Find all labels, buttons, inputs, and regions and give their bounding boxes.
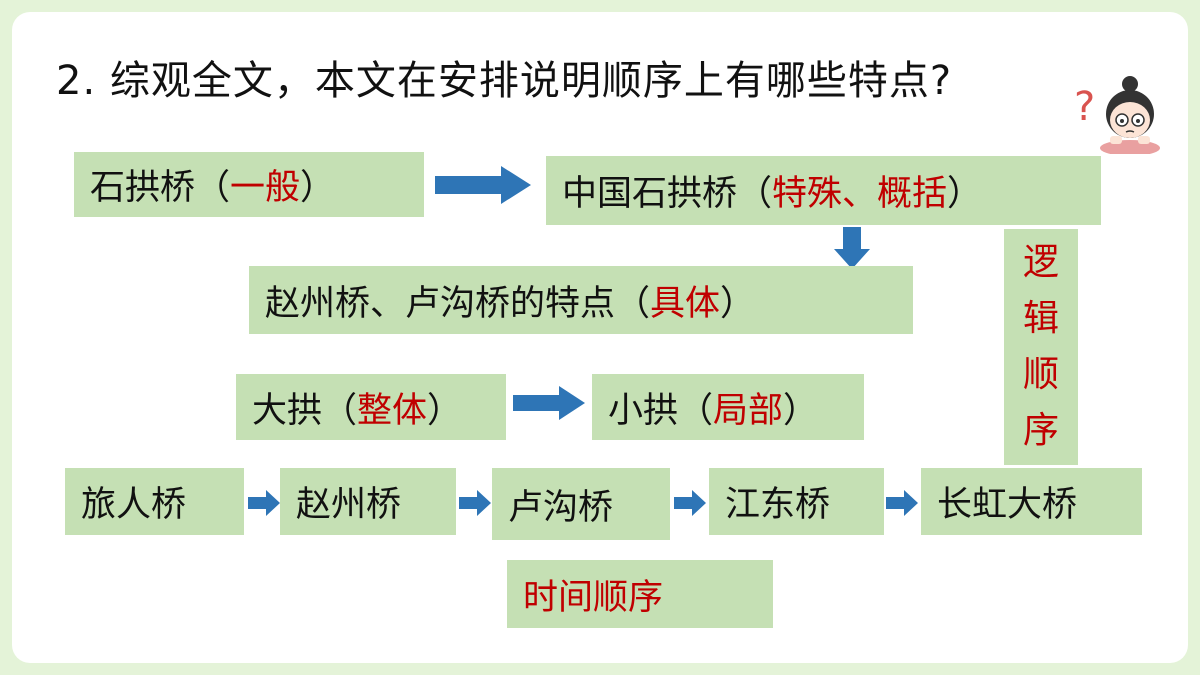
- arrow-right-icon: [459, 490, 491, 516]
- timeline-item: 江东桥: [709, 468, 884, 535]
- thinking-girl-icon: ?: [1074, 76, 1160, 154]
- slide-card: [12, 12, 1188, 663]
- arrow-right-icon: [248, 490, 280, 516]
- whole-box: 大拱（整体）: [236, 374, 506, 440]
- logic-order-label: 逻 辑 顺 序: [1004, 229, 1078, 465]
- general-box: 石拱桥（一般）: [74, 152, 424, 217]
- timeline-item: 旅人桥: [65, 468, 244, 535]
- arrow-right-icon: [886, 490, 918, 516]
- part-box: 小拱（局部）: [592, 374, 864, 440]
- arrow-right-icon: [435, 166, 531, 204]
- arrow-right-icon: [674, 490, 706, 516]
- arrow-down-icon: [834, 227, 870, 269]
- time-order-label: 时间顺序: [507, 560, 773, 628]
- question-mark-icon: ?: [1074, 84, 1095, 130]
- timeline-item: 卢沟桥: [492, 468, 670, 540]
- timeline-item: 长虹大桥: [921, 468, 1142, 535]
- specific-box: 赵州桥、卢沟桥的特点（具体）: [249, 266, 913, 334]
- question-title: 2. 综观全文，本文在安排说明顺序上有哪些特点?: [56, 58, 953, 104]
- arrow-right-icon: [513, 386, 585, 420]
- timeline-item: 赵州桥: [280, 468, 456, 535]
- special-box: 中国石拱桥（特殊、概括）: [546, 156, 1101, 225]
